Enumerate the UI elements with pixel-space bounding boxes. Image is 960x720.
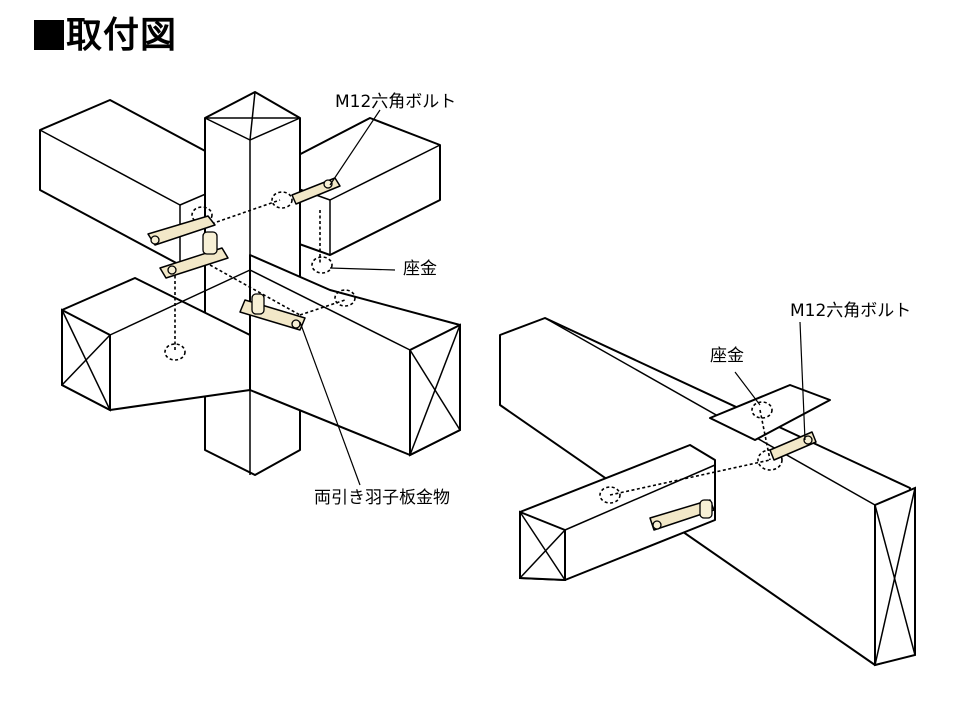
title-square-icon: [34, 20, 64, 50]
hardware-plates-left: [147, 177, 341, 331]
leader-washer-left: [329, 267, 396, 271]
leader-washer-right: [734, 371, 761, 406]
leader-bolt-left: [329, 109, 381, 186]
hidden-bolts-left: [164, 191, 356, 361]
label-washer-right: 座金: [710, 346, 744, 366]
label-washer-left: 座金: [403, 259, 437, 279]
page-title: 取付図: [34, 18, 177, 54]
title-text: 取付図: [66, 15, 178, 56]
beam-cross-far: [709, 384, 831, 441]
leader-bolt-right: [799, 321, 806, 441]
leader-hardware: [299, 321, 361, 486]
label-hardware: 両引き羽子板金物: [314, 488, 450, 508]
right-assembly: [499, 317, 916, 667]
label-bolt-left: M12六角ボルト: [335, 92, 457, 112]
label-bolt-right: M12六角ボルト: [790, 301, 912, 321]
left-assembly: [39, 91, 461, 486]
